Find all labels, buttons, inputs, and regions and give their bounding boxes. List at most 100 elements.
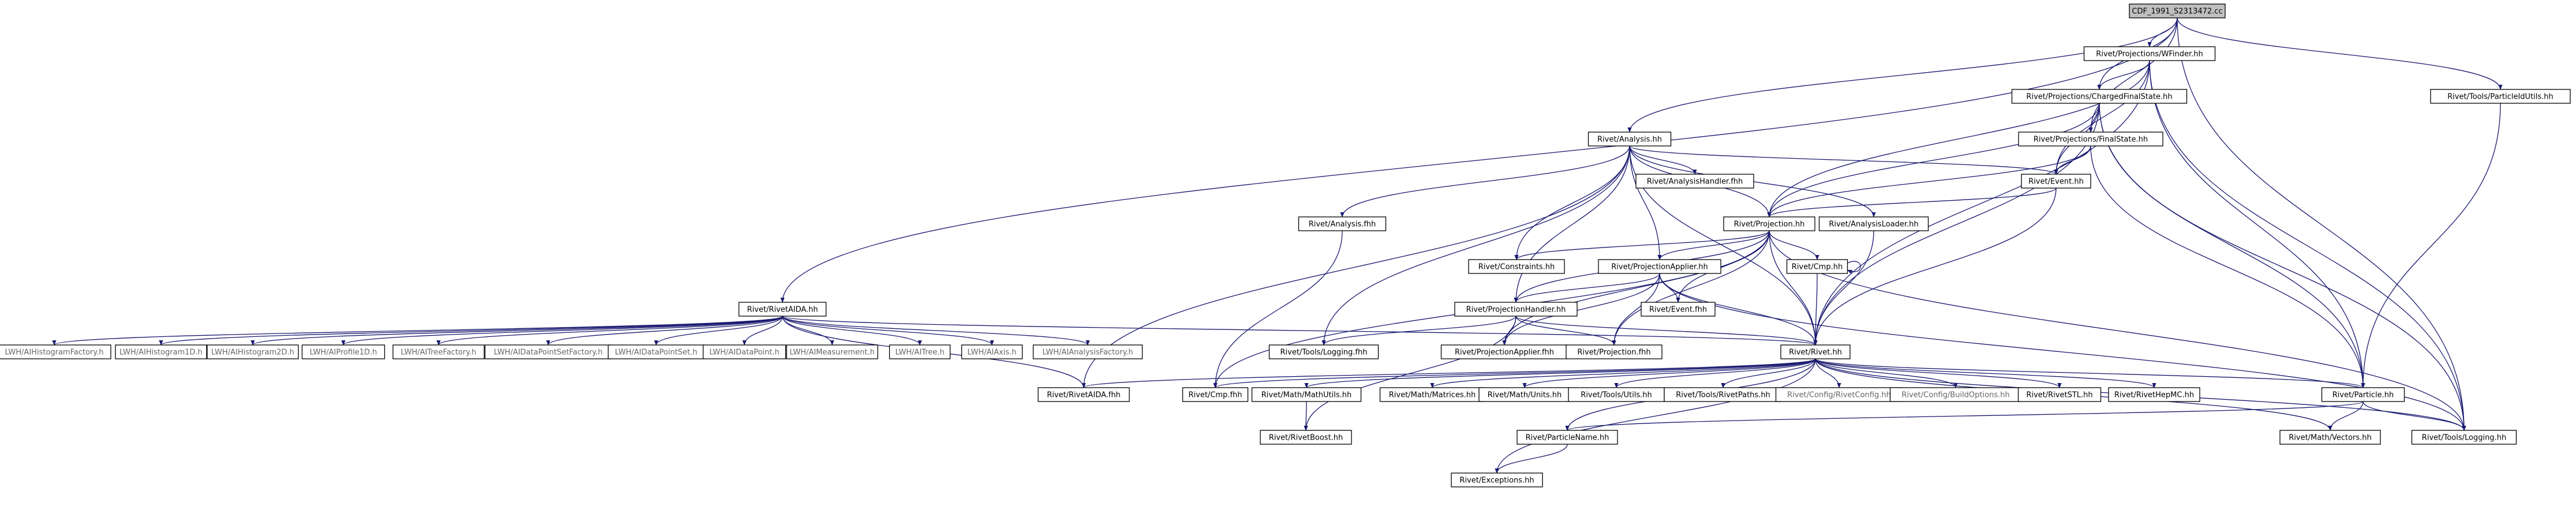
edge-aloader-to-rivethh <box>1813 230 1874 346</box>
edge-riveta-to-lwh8 <box>742 316 783 346</box>
edge-particle-to-mvectors <box>2328 401 2364 431</box>
node-constraints[interactable]: Rivet/Constraints.hh <box>1468 259 1565 274</box>
edge-papplier-to-projfhh <box>1612 273 1660 346</box>
node-label: Rivet/Projection.hh <box>1734 220 1805 229</box>
node-eventfhh[interactable]: Rivet/Event.fhh <box>1641 302 1716 317</box>
node-ahandler[interactable]: Rivet/AnalysisHandler.fhh <box>1635 174 1754 189</box>
node-cfs[interactable]: Rivet/Projections/ChargedFinalState.hh <box>2011 89 2188 104</box>
node-label: LWH/AIAnalysisFactory.h <box>1042 348 1133 357</box>
node-rivetstl[interactable]: Rivet/RivetSTL.hh <box>2017 387 2102 402</box>
edge-phandler-to-projfhh <box>1515 316 1616 346</box>
edge-riveta-to-lwh5 <box>436 316 783 346</box>
node-box-lwh4 <box>301 344 385 359</box>
node-event[interactable]: Rivet/Event.hh <box>2021 174 2091 189</box>
edge-fs-to-projection <box>1767 145 2091 217</box>
node-pname[interactable]: Rivet/ParticleName.hh <box>1517 430 1618 445</box>
node-label: Rivet/AnalysisLoader.hh <box>1829 220 1918 229</box>
node-label: Rivet/ProjectionHandler.hh <box>1466 306 1566 314</box>
edge-event-to-rivethh <box>1813 187 2057 346</box>
node-label: CDF_1991_S2313472.cc <box>2132 7 2222 16</box>
edge-root-to-fs <box>2088 17 2178 133</box>
node-papplier[interactable]: Rivet/ProjectionApplier.hh <box>1598 259 1721 274</box>
edge-cmp-self-loop <box>1847 261 1861 274</box>
node-particle[interactable]: Rivet/Particle.hh <box>2321 387 2405 402</box>
node-projfhh[interactable]: Rivet/Projection.fhh <box>1566 344 1663 359</box>
edge-pname-to-exceptions <box>1495 444 1568 474</box>
node-box-eventfhh <box>1641 302 1716 317</box>
node-root[interactable]: CDF_1991_S2313472.cc <box>2129 3 2226 18</box>
node-papfhh[interactable]: Rivet/ProjectionApplier.fhh <box>1440 344 1568 359</box>
node-cmp[interactable]: Rivet/Cmp.hh <box>1786 259 1848 274</box>
edge-rivethh-to-hepmc <box>1815 358 2156 388</box>
node-mvectors[interactable]: Rivet/Math/Vectors.hh <box>2279 430 2381 445</box>
node-box-lwh8 <box>702 344 787 359</box>
node-wfinder[interactable]: Rivet/Projections/WFinder.hh <box>2083 46 2216 61</box>
node-label: Rivet/Tools/Utils.hh <box>1581 391 1652 400</box>
node-rivethh[interactable]: Rivet/Rivet.hh <box>1780 344 1851 359</box>
node-label: Rivet/RivetHepMC.hh <box>2114 391 2194 400</box>
node-label: LWH/AIProfile1D.h <box>310 348 377 357</box>
node-boost[interactable]: Rivet/RivetBoost.hh <box>1260 430 1352 445</box>
node-units[interactable]: Rivet/Math/Units.hh <box>1478 387 1571 402</box>
node-lwh9: LWH/AIMeasurement.h <box>786 344 878 359</box>
node-box-wfinder <box>2083 46 2216 61</box>
edge-root-to-logging <box>2177 17 2466 431</box>
edge-cfs-to-logging <box>2099 103 2466 431</box>
node-riveta[interactable]: Rivet/RivetAIDA.hh <box>738 302 827 317</box>
node-analysis[interactable]: Rivet/Analysis.hh <box>1587 132 1672 147</box>
node-buildopts: Rivet/Config/BuildOptions.hh <box>1889 387 2022 402</box>
node-toolslog1[interactable]: Rivet/Tools/Logging.fhh <box>1268 344 1379 359</box>
edge-riveta-to-lwh12 <box>782 316 1090 346</box>
node-box-mathutils <box>1251 387 1362 402</box>
node-aloader[interactable]: Rivet/AnalysisLoader.hh <box>1818 216 1929 231</box>
edge-analysis-to-event <box>1629 145 2058 175</box>
node-analysisfhh[interactable]: Rivet/Analysis.fhh <box>1298 216 1387 231</box>
edge-particle-to-pname <box>1565 401 2364 431</box>
node-box-fs <box>2018 132 2163 147</box>
edge-wfinder-to-event <box>2054 60 2150 175</box>
edge-papplier-to-eventfhh <box>1659 273 1680 303</box>
node-mathutils[interactable]: Rivet/Math/MathUtils.hh <box>1251 387 1362 402</box>
node-cmpfhh[interactable]: Rivet/Cmp.fhh <box>1182 387 1249 402</box>
node-label: Rivet/Tools/Logging.fhh <box>1280 348 1368 357</box>
node-logging[interactable]: Rivet/Tools/Logging.hh <box>2411 430 2517 445</box>
edge-root-to-putils <box>2177 17 2503 90</box>
edge-riveta-to-rivethh <box>782 316 1818 346</box>
node-phandler[interactable]: Rivet/ProjectionHandler.hh <box>1454 302 1578 317</box>
node-fs[interactable]: Rivet/Projections/FinalState.hh <box>2018 132 2163 147</box>
node-box-phandler <box>1454 302 1578 317</box>
node-label: Rivet/Exceptions.hh <box>1459 477 1534 485</box>
node-label: Rivet/Projections/FinalState.hh <box>2034 136 2148 144</box>
node-lwh12: LWH/AIAnalysisFactory.h <box>1032 344 1143 359</box>
edge-riveta-to-lwh2 <box>159 316 783 346</box>
edge-analysis-to-rivetafhh <box>1081 145 1630 388</box>
node-putils[interactable]: Rivet/Tools/ParticleIdUtils.hh <box>2430 89 2571 104</box>
node-box-toolslog1 <box>1268 344 1379 359</box>
node-label: LWH/AIHistogramFactory.h <box>5 348 103 357</box>
edge-rivethh-to-toolsutils <box>1614 358 1816 388</box>
edge-event-to-projection <box>1767 187 2057 217</box>
node-hepmc[interactable]: Rivet/RivetHepMC.hh <box>2108 387 2200 402</box>
edge-phandler-to-boost <box>1304 316 1517 431</box>
node-box-projfhh <box>1566 344 1663 359</box>
node-box-toolsutils <box>1568 387 1665 402</box>
dependency-edges <box>52 17 2503 474</box>
node-box-cfs <box>2011 89 2188 104</box>
node-toolsutils[interactable]: Rivet/Tools/Utils.hh <box>1568 387 1665 402</box>
node-box-root <box>2129 3 2226 18</box>
node-label: LWH/AITreeFactory.h <box>401 348 477 357</box>
edge-wfinder-to-logging <box>2149 60 2466 431</box>
node-rivetpaths[interactable]: Rivet/Tools/RivetPaths.hh <box>1664 387 1783 402</box>
node-label: Rivet/Math/Vectors.hh <box>2289 434 2372 442</box>
node-rivetafhh[interactable]: Rivet/RivetAIDA.fhh <box>1038 387 1130 402</box>
edge-phandler-to-rivethh <box>1515 316 1818 346</box>
edge-rivethh-to-cmpfhh <box>1213 358 1816 388</box>
node-exceptions[interactable]: Rivet/Exceptions.hh <box>1451 472 1543 487</box>
node-matrices[interactable]: Rivet/Math/Matrices.hh <box>1379 387 1485 402</box>
node-label: LWH/AIDataPointSetFactory.h <box>494 348 602 357</box>
node-label: LWH/AIMeasurement.h <box>789 348 874 357</box>
node-box-logging <box>2411 430 2517 445</box>
node-projection[interactable]: Rivet/Projection.hh <box>1723 216 1815 231</box>
node-box-rivethh <box>1780 344 1851 359</box>
